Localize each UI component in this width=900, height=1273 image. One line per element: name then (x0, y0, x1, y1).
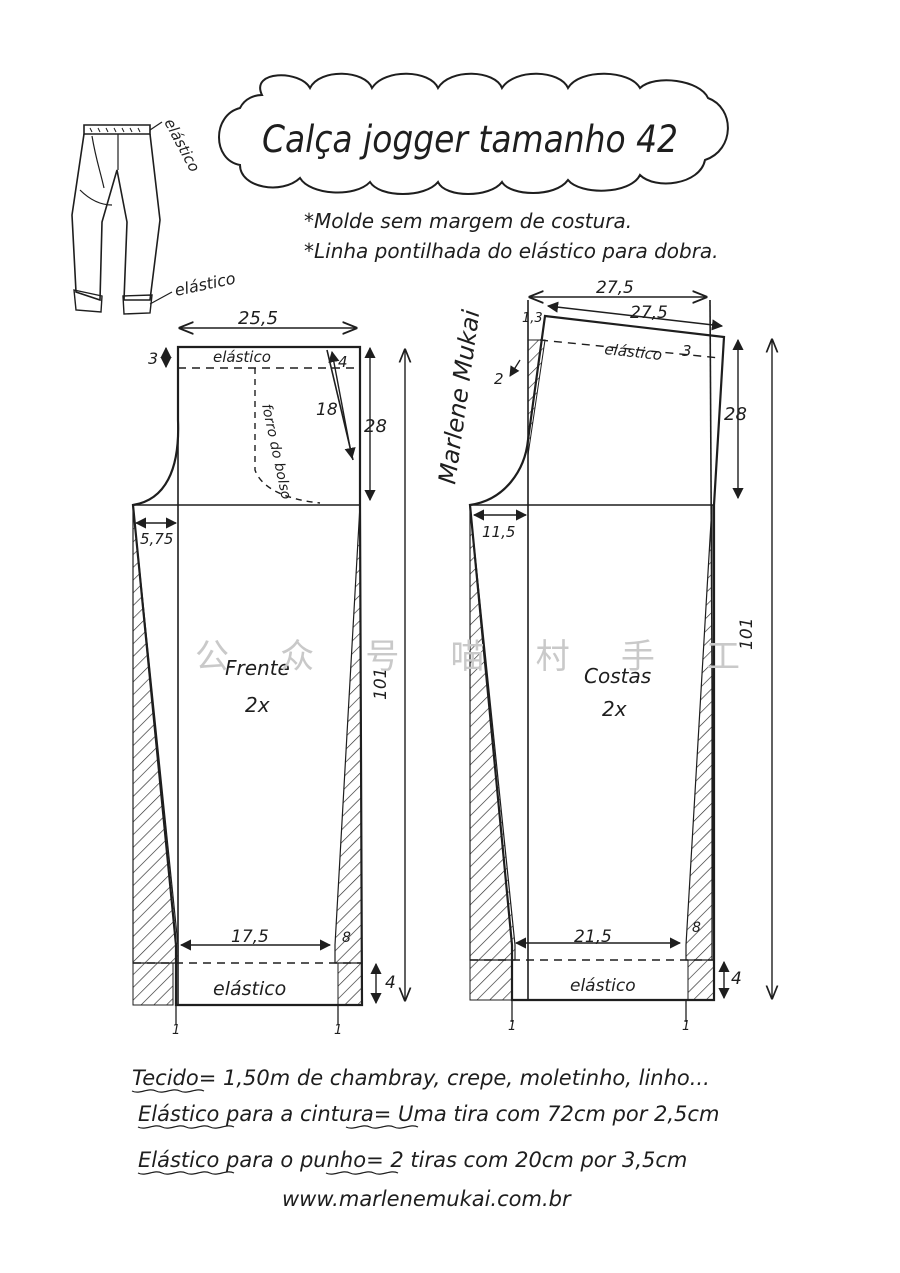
note-dotted-line: *Linha pontilhada do elástico para dobra… (304, 239, 719, 263)
back-top-width-outer: 27,5 (596, 278, 634, 298)
front-length: 101 (371, 668, 391, 700)
front-piece: 25,5 3 elástico 4 18 forro do bolso 28 5… (131, 308, 405, 1038)
website: www.marlenemukai.com.br (282, 1187, 572, 1211)
back-crotch-hatch (527, 339, 546, 456)
back-waist-band: 3 (682, 342, 692, 360)
front-hem-mark-right: 1 (334, 1023, 342, 1038)
front-hem-band: 4 (385, 973, 396, 993)
back-hem-mark-left: 1 (508, 1019, 516, 1034)
materials: Tecido= 1,50m de chambray, crepe, moleti… (131, 1066, 719, 1175)
front-hem-right-hatch (337, 962, 363, 1006)
signature: Marlene Mukai (433, 308, 485, 486)
front-right-hatch (334, 504, 363, 964)
back-outline (468, 314, 726, 1002)
back-top-rise-left: 1,3 (522, 311, 543, 326)
sketch-label-hem: elástico (173, 268, 238, 299)
material-label: Elástico para a cintura (138, 1102, 374, 1126)
front-pocket-diag: 18 (316, 400, 338, 420)
front-waist-band: 3 (148, 349, 158, 368)
back-length: 101 (737, 618, 757, 650)
front-name: Frente (225, 656, 290, 680)
front-count: 2x (245, 693, 270, 717)
back-hem-elastic: elástico (570, 976, 636, 996)
material-label: Elástico para o punho (138, 1148, 366, 1172)
material-line-fabric: Tecido= 1,50m de chambray, crepe, moleti… (132, 1066, 710, 1090)
material-value: = Uma tira com 72cm por 2,5cm (374, 1102, 720, 1126)
back-right-hatch (685, 504, 713, 961)
front-waist-dart: 4 (338, 353, 348, 371)
back-count: 2x (602, 697, 627, 721)
back-hem-side: 8 (692, 920, 701, 936)
front-hem-width: 17,5 (231, 927, 269, 947)
front-hem-mark-left: 1 (172, 1023, 180, 1038)
title-cloud: Calça jogger tamanho 42 (218, 72, 729, 195)
back-hem-mark-right: 1 (682, 1019, 690, 1034)
back-crotch-ext: 11,5 (482, 523, 515, 541)
back-rise: 28 (724, 404, 747, 425)
back-waist-elastic: elástico (604, 340, 663, 364)
front-hem-left-hatch (132, 962, 174, 1006)
pants-sketch: elástico elástico (71, 115, 238, 315)
back-hem-band: 4 (731, 969, 742, 989)
material-value: = 2 tiras com 20cm por 3,5cm (366, 1148, 687, 1172)
front-crotch-ext: 5,75 (140, 530, 173, 548)
back-hem-left-hatch (469, 959, 513, 1001)
back-piece: 27,5 27,5 1,3 2 elástico 3 28 11,5 101 C… (468, 278, 772, 1034)
front-pocket-label: forro do bolso (258, 403, 294, 501)
sketch-label-waist: elástico (160, 115, 203, 175)
front-waist-elastic: elástico (213, 348, 271, 366)
front-waist-width: 25,5 (238, 308, 278, 329)
page-title: Calça jogger tamanho 42 (262, 118, 678, 161)
material-line-cuff-elastic: Elástico para o punho= 2 tiras com 20cm … (138, 1148, 687, 1172)
watermark: 公 众 号 喵 村 手 工 (195, 637, 740, 677)
material-label: Tecido (132, 1066, 199, 1090)
back-name: Costas (584, 664, 651, 688)
front-rise: 28 (364, 416, 387, 437)
back-top-width-inner: 27,5 (630, 303, 668, 323)
front-hem-side: 8 (342, 930, 351, 946)
material-line-waist-elastic: Elástico para a cintura= Uma tira com 72… (138, 1102, 719, 1126)
material-value: = 1,50m de chambray, crepe, moletinho, l… (199, 1066, 710, 1090)
note-no-seam: *Molde sem margem de costura. (304, 209, 632, 233)
back-hem-width: 21,5 (574, 927, 612, 947)
front-hem-elastic: elástico (213, 978, 286, 1000)
back-crotch-rise: 2 (494, 370, 504, 388)
back-hem-right-hatch (687, 959, 715, 1001)
